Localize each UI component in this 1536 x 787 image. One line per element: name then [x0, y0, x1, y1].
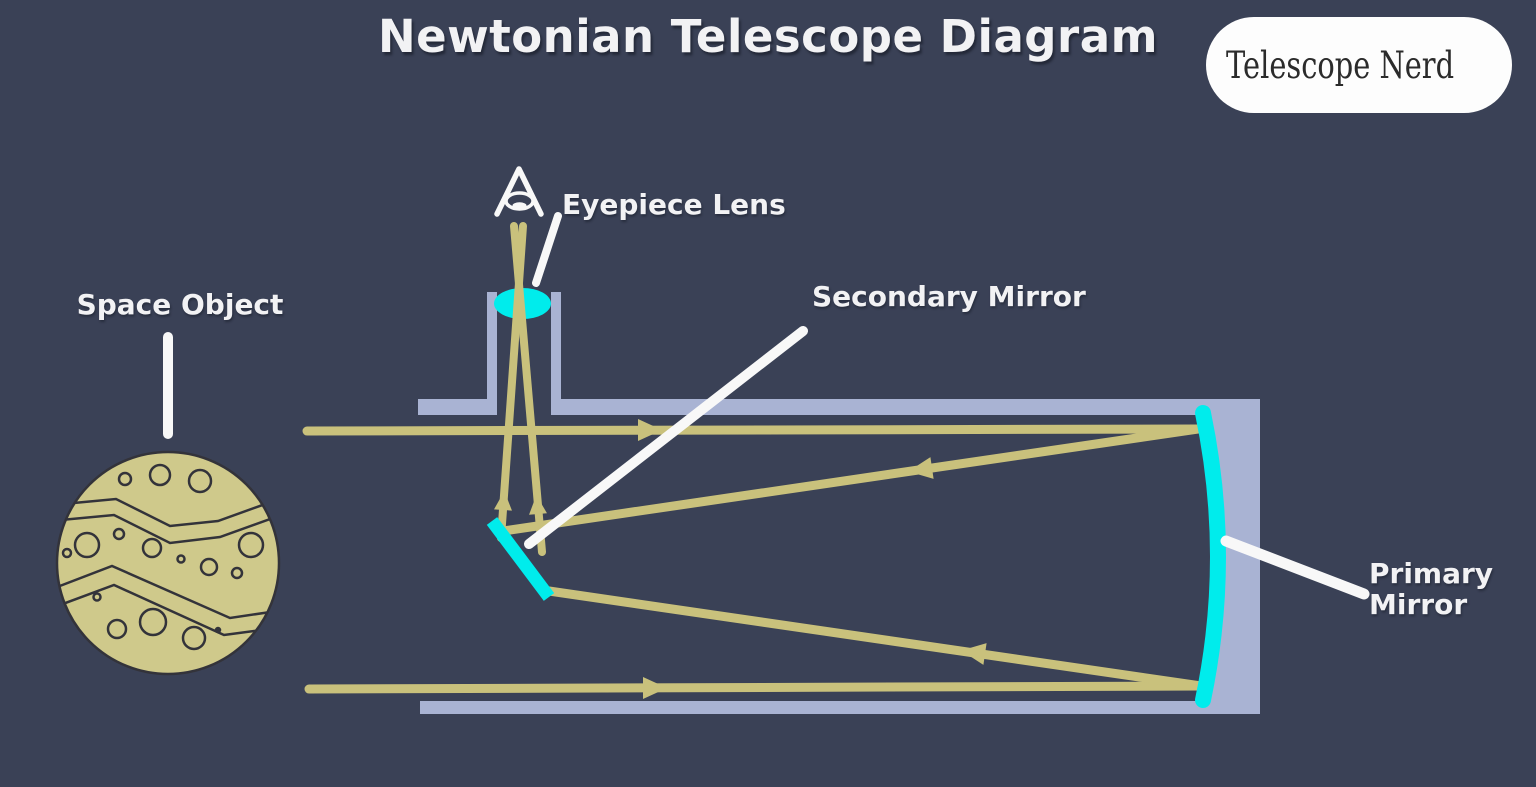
space-object-planet — [55, 450, 281, 676]
arrowhead-incoming-top — [638, 419, 662, 441]
planet-crater — [73, 531, 101, 559]
planet-crater — [61, 547, 73, 559]
logo-brand-text: Telescope Nerd — [1226, 43, 1455, 87]
page-title: Newtonian Telescope Diagram — [378, 10, 1158, 63]
tube-top-wall-left — [418, 399, 497, 415]
planet-crater — [148, 463, 172, 487]
planet-ridge — [57, 564, 279, 620]
planet-ridge — [57, 496, 279, 528]
label-secondary-mirror: Secondary Mirror — [812, 280, 1086, 313]
planet-crater — [199, 557, 219, 577]
eye-icon — [494, 166, 544, 217]
annotation-lines — [163, 212, 1370, 600]
ray-reflected-bottom — [544, 586, 1206, 691]
primary-mirror — [1195, 405, 1226, 708]
planet-crater — [117, 471, 133, 487]
label-space-object: Space Object — [76, 288, 284, 321]
planet-crater — [237, 531, 265, 559]
label-primary-mirror: Primary Mirror — [1369, 557, 1494, 621]
planet-crater — [214, 626, 222, 634]
ray-arrowheads — [494, 419, 987, 699]
tube-top-wall-right — [551, 399, 1260, 415]
focuser-wall-right — [551, 292, 561, 415]
planet-crater — [181, 625, 207, 651]
planet-crater — [106, 618, 128, 640]
planet-crater — [141, 537, 163, 559]
secondary-mirror — [486, 517, 555, 601]
arrowhead-incoming-bottom — [643, 677, 667, 699]
planet-ridge — [57, 512, 279, 545]
planet-crater — [138, 607, 168, 637]
arrowhead-eyepiece-left — [494, 491, 512, 511]
planet-crater — [176, 554, 186, 564]
planet-ridge — [57, 583, 279, 637]
pointer-primary-mirror — [1220, 535, 1370, 600]
label-eyepiece-lens: Eyepiece Lens — [562, 188, 786, 221]
planet-crater — [92, 592, 102, 602]
ray-incoming-top — [302, 424, 1203, 436]
ray-reflected-top — [498, 424, 1203, 536]
planet-crater — [112, 527, 126, 541]
arrowhead-reflected-bottom — [961, 643, 987, 665]
pointer-secondary-mirror — [524, 326, 808, 549]
planet-body — [55, 450, 281, 676]
arrowhead-reflected-top — [908, 457, 934, 479]
planet-crater — [187, 468, 213, 494]
telescope-nerd-logo: Telescope Nerd — [1206, 17, 1512, 113]
arrowhead-eyepiece-right — [529, 495, 547, 515]
focuser-wall-left — [487, 292, 497, 415]
tube-bottom-wall — [420, 701, 1260, 714]
pointer-eyepiece-lens — [532, 212, 562, 287]
ray-incoming-bottom — [304, 681, 1206, 694]
planet-crater — [230, 566, 244, 580]
telescope-tube — [418, 292, 1260, 714]
